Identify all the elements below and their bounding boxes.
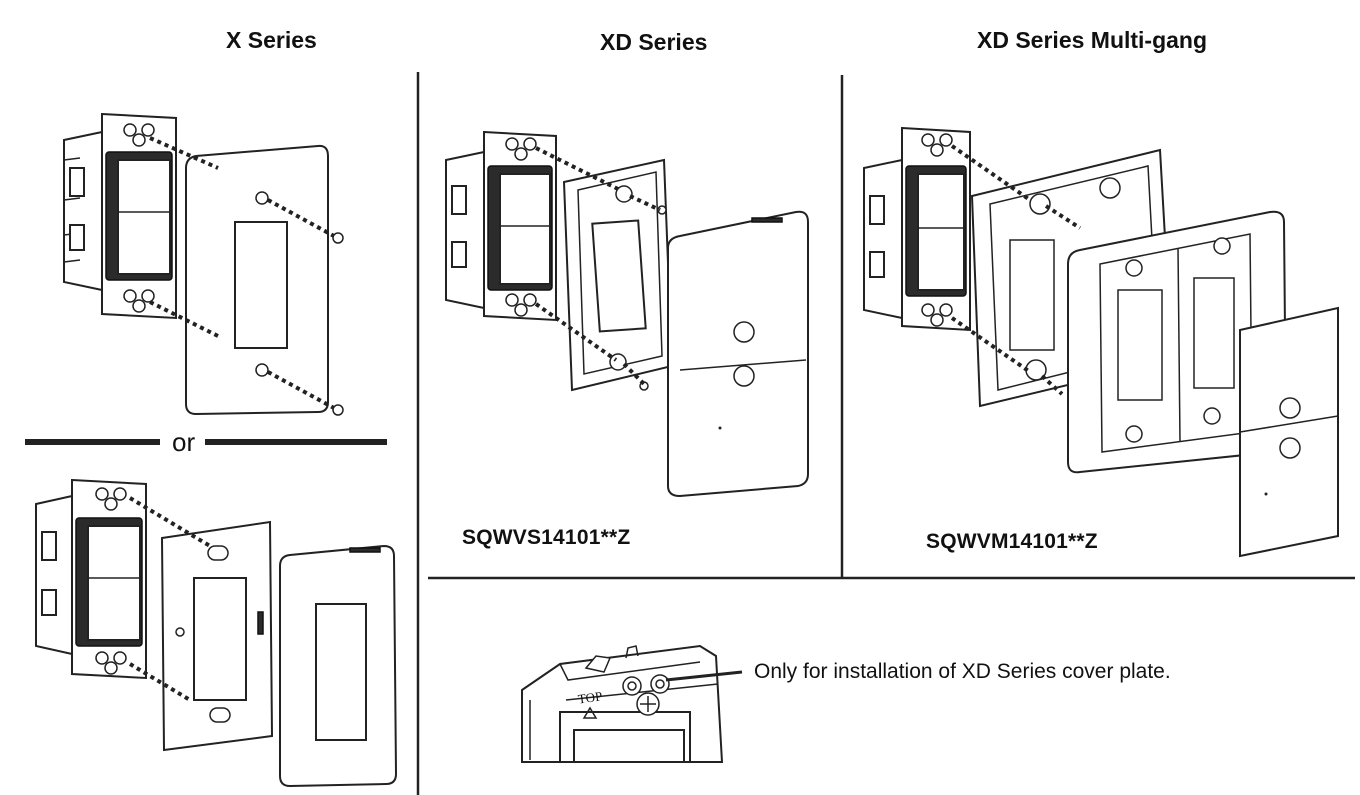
xd-multi-gang-model-number: SQWVM14101**Z [926, 530, 1098, 553]
xd-series-heading: XD Series [600, 29, 708, 55]
top-marker-label: TOP [577, 688, 604, 707]
xd-multi-gang-heading: XD Series Multi-gang [977, 27, 1208, 53]
xd-series-model-number: SQWVS14101**Z [462, 526, 631, 549]
x-series-heading: X Series [226, 27, 317, 53]
screw-icon [622, 674, 670, 716]
arrow-up-icon [582, 706, 598, 719]
or-divider-label: or [172, 427, 196, 457]
cover-plate-note: Only for installation of XD Series cover… [754, 660, 1171, 683]
